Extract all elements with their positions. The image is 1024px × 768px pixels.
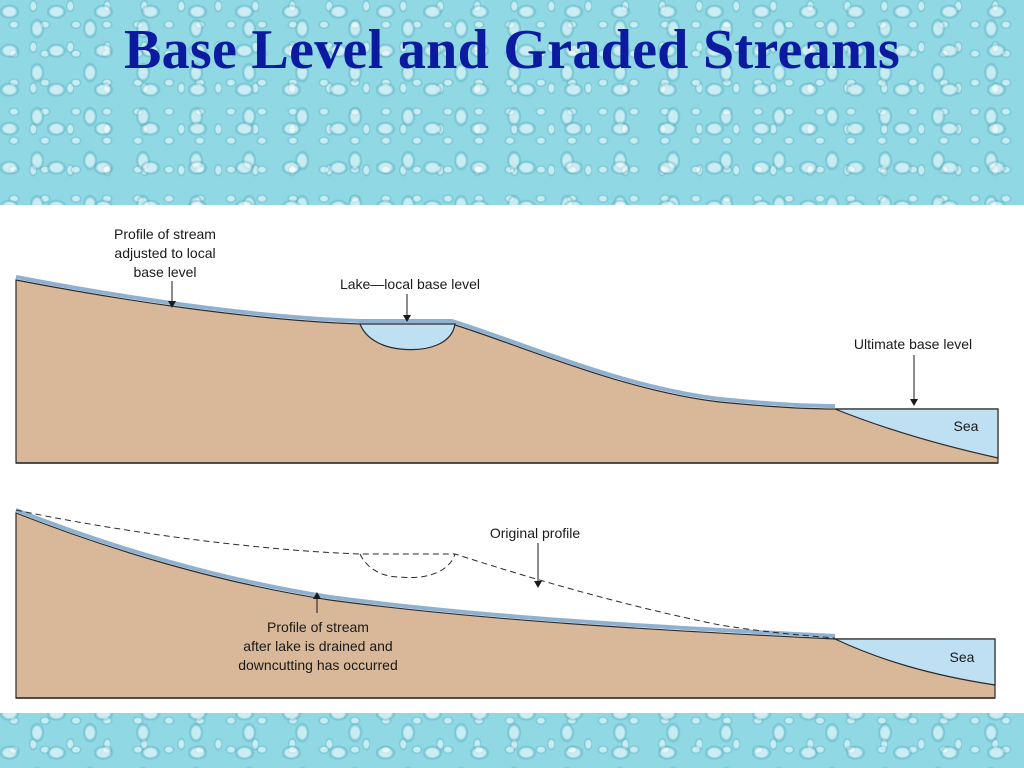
diagram-panel: Profile of stream adjusted to local base… xyxy=(0,205,1024,713)
original-profile-line xyxy=(15,509,836,639)
lake-water xyxy=(359,323,456,351)
bottom-land xyxy=(15,512,996,699)
top-profile-label-line2: adjusted to local xyxy=(114,245,215,261)
top-sea-water xyxy=(834,408,999,459)
lake-label: Lake—local base level xyxy=(340,276,480,292)
original-profile-label: Original profile xyxy=(490,525,580,541)
ultimate-base-level-label: Ultimate base level xyxy=(854,336,972,352)
top-sea-label: Sea xyxy=(954,418,979,434)
bottom-profile-label-line1: Profile of stream xyxy=(267,619,369,635)
bottom-sea-label: Sea xyxy=(950,649,975,665)
bottom-profile-label-line3: downcutting has occurred xyxy=(238,657,398,673)
top-profile-label-line1: Profile of stream xyxy=(114,226,216,242)
bottom-stream-surface xyxy=(15,508,836,638)
stream-profile-diagrams: Profile of stream adjusted to local base… xyxy=(15,226,999,699)
bottom-profile-label-line2: after lake is drained and xyxy=(243,638,392,654)
top-land xyxy=(15,279,999,464)
top-stream-surface xyxy=(15,275,836,408)
slide-title: Base Level and Graded Streams xyxy=(123,19,901,81)
original-lake-outline xyxy=(359,553,456,579)
top-profile-label-line3: base level xyxy=(133,264,196,280)
bottom-diagram: Original profile Profile of stream after… xyxy=(15,508,996,699)
bottom-sea-water xyxy=(834,638,996,686)
top-diagram: Profile of stream adjusted to local base… xyxy=(15,226,999,464)
